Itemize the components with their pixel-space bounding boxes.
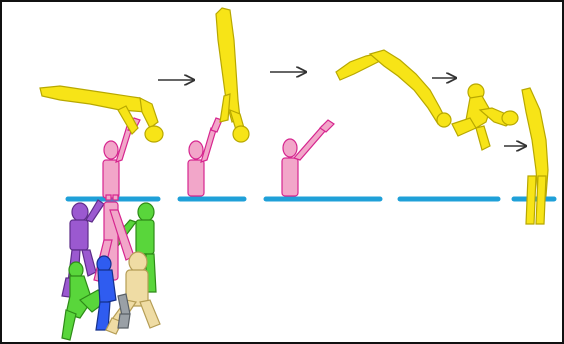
spotter-group	[61, 199, 161, 341]
spotter-grey	[117, 293, 131, 329]
base-figure	[102, 117, 141, 201]
flyer-figure	[39, 85, 164, 143]
flyer-figure	[335, 49, 452, 128]
spotter-blue	[95, 255, 117, 331]
stage-3-release	[281, 49, 452, 197]
sequence-arrows	[158, 72, 526, 146]
flyer-figure	[215, 7, 250, 143]
spotter-tan	[105, 251, 161, 335]
stage-5-entry	[521, 87, 549, 225]
stage-2-handstand	[187, 7, 250, 197]
base-figure	[281, 119, 335, 197]
base-figure	[187, 117, 223, 197]
stage-1-lift	[39, 85, 164, 201]
stage-4-tuck	[451, 83, 519, 151]
